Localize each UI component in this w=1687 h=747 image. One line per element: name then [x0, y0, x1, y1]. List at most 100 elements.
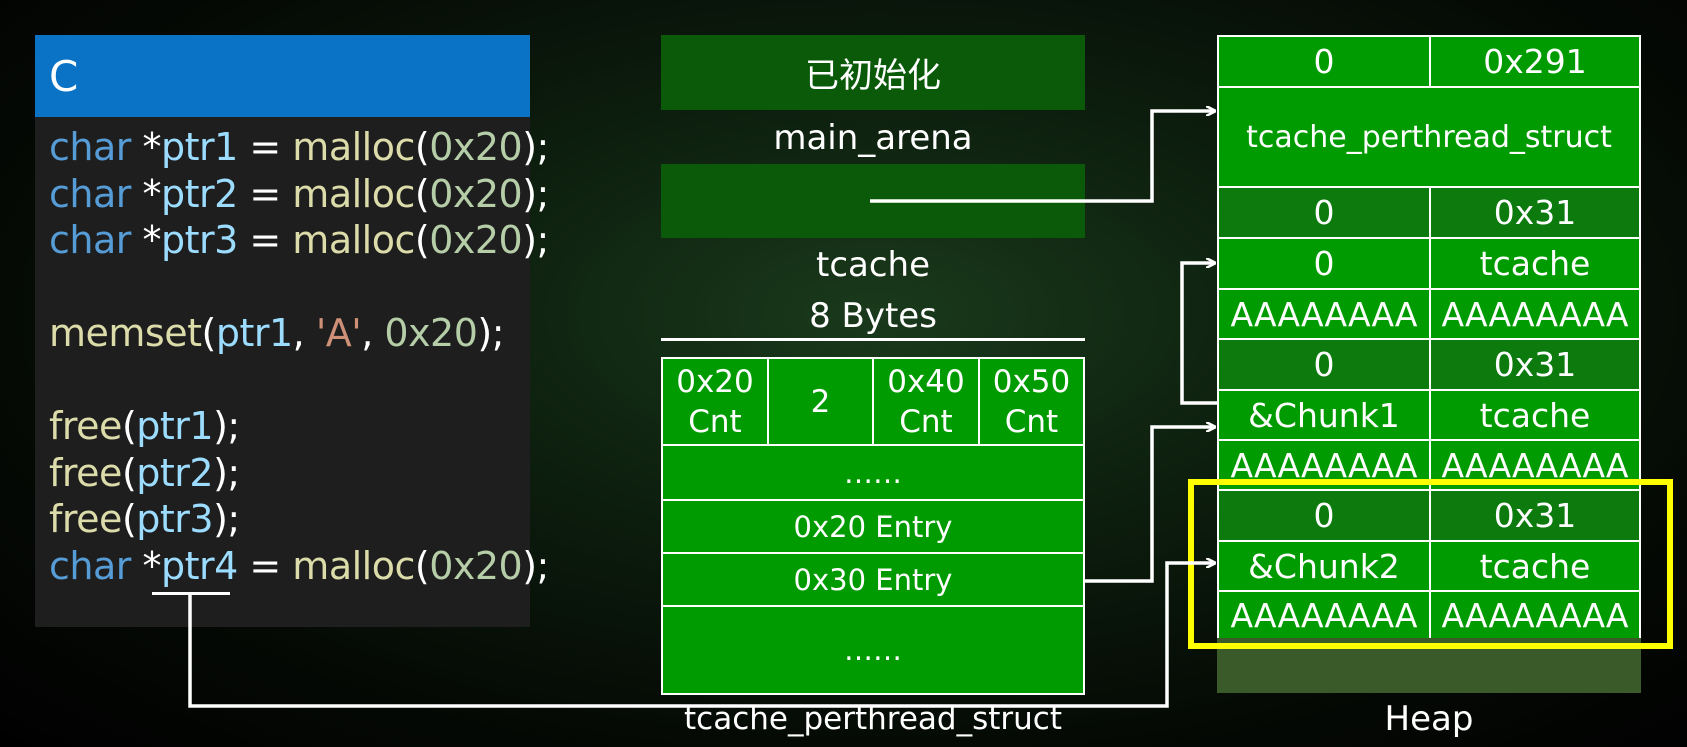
heap-cell-right: 0x31 — [1429, 338, 1641, 391]
heap-cell-label: 0x291 — [1483, 42, 1587, 81]
heap-tcache-struct-body: tcache_perthread_struct — [1217, 86, 1641, 188]
code-token: char — [49, 218, 143, 262]
heap-cell-label: AAAAAAAA — [1441, 445, 1629, 485]
heap-cell-label: 0 — [1313, 193, 1335, 232]
code-line: memset(ptr1, 'A', 0x20); — [49, 310, 505, 356]
code-token: malloc — [292, 543, 415, 588]
code-token: char — [49, 171, 143, 216]
code-line: char *ptr1 = malloc(0x20); — [49, 124, 549, 170]
heap-cell-label: AAAAAAAA — [1230, 294, 1418, 334]
heap-cell-label: 0x31 — [1493, 345, 1577, 384]
code-token: free — [49, 404, 122, 448]
code-token: = — [237, 218, 293, 262]
heap-cell-left: &Chunk2 — [1217, 540, 1431, 592]
cnt-0x20-cell: 0x20 Cnt — [661, 357, 769, 446]
tcache-dots-bottom: …… — [661, 605, 1085, 695]
code-token: , — [292, 311, 316, 355]
entry-0x30-cell: 0x30 Entry — [661, 552, 1085, 607]
code-language-label: C — [49, 51, 79, 101]
ptr4-underline — [152, 592, 230, 595]
main-arena-label: main_arena — [661, 115, 1085, 161]
code-token: free — [49, 497, 122, 541]
entry-0x20-cell: 0x20 Entry — [661, 499, 1085, 554]
code-line: free(ptr2); — [49, 450, 240, 496]
code-line: char *ptr2 = malloc(0x20); — [49, 171, 549, 217]
entry-0x30-label: 0x30 Entry — [793, 562, 953, 597]
code-token: ); — [213, 404, 240, 448]
heap-cell-left: AAAAAAAA — [1217, 288, 1431, 340]
code-token: ( — [414, 171, 430, 216]
heap-cell-label: tcache — [1479, 395, 1591, 435]
heap-cell-label: 0 — [1313, 345, 1335, 384]
heap-cell-label: AAAAAAAA — [1230, 445, 1418, 485]
code-token: ); — [522, 125, 549, 169]
heap-cell-left: 0 — [1217, 489, 1431, 542]
code-token: 'A' — [315, 311, 362, 355]
code-token: ptr1 — [136, 404, 214, 448]
heap-caption-text: Heap — [1384, 699, 1474, 739]
code-token: ( — [121, 497, 137, 541]
arena-initialized-box: 已初始化 — [661, 35, 1085, 110]
code-token: ptr4 — [160, 543, 238, 588]
code-token: * — [142, 543, 161, 588]
heap-cell-left: 0 — [1217, 338, 1431, 391]
bytes-rule — [661, 338, 1085, 341]
code-token: char — [49, 125, 143, 169]
main-arena-label-text: main_arena — [773, 118, 973, 158]
heap-cell-right: 0x31 — [1429, 489, 1641, 542]
code-line: char *ptr3 = malloc(0x20); — [49, 217, 549, 263]
dots-top-text: …… — [844, 455, 902, 490]
heap-cell-right: 0x31 — [1429, 186, 1641, 239]
entry-0x20-label: 0x20 Entry — [793, 509, 953, 544]
heap-cell-label: 0 — [1313, 496, 1335, 535]
cnt-0x40-label: 0x40 Cnt — [887, 363, 965, 440]
code-token: ); — [522, 171, 549, 216]
heap-cell-label: AAAAAAAA — [1230, 595, 1418, 635]
tcache-dots-top: …… — [661, 444, 1085, 501]
cnt-0x50-cell: 0x50 Cnt — [978, 357, 1085, 446]
cnt-0x20-label: 0x20 Cnt — [676, 363, 754, 440]
code-token: memset — [49, 311, 202, 355]
code-token: , — [361, 311, 385, 355]
arena-tcache-pointer-box — [661, 164, 1085, 238]
code-token: malloc — [292, 171, 415, 216]
heap-cell-label: AAAAAAAA — [1441, 294, 1629, 334]
bytes-label: 8 Bytes — [661, 294, 1085, 338]
heap-cell-right: AAAAAAAA — [1429, 288, 1641, 340]
heap-cell-right: tcache — [1429, 389, 1641, 441]
code-token: * — [142, 218, 161, 262]
heap-cell-left: 0 — [1217, 237, 1431, 290]
code-token: ); — [213, 450, 240, 495]
bytes-label-text: 8 Bytes — [809, 296, 937, 336]
code-token: malloc — [292, 125, 415, 169]
code-token: ( — [121, 450, 137, 495]
code-line: free(ptr3); — [49, 496, 240, 542]
code-token: = — [237, 543, 293, 588]
code-token: ptr2 — [160, 171, 238, 216]
code-token: ); — [477, 311, 505, 355]
code-line: free(ptr1); — [49, 403, 240, 449]
code-token: 0x20 — [429, 543, 523, 588]
heap-cell-label: &Chunk1 — [1248, 395, 1400, 435]
heap-cell-left: &Chunk1 — [1217, 389, 1431, 441]
heap-cell-label: tcache — [1479, 546, 1591, 586]
cnt-0x40-cell: 0x40 Cnt — [872, 357, 980, 446]
heap-cell-label: 0x31 — [1493, 193, 1577, 232]
code-token: 0x20 — [429, 171, 523, 216]
heap-cell-label: &Chunk2 — [1248, 546, 1400, 586]
code-token: ( — [121, 404, 137, 448]
code-line: char *ptr4 = malloc(0x20); — [49, 543, 549, 589]
cnt-0x50-label: 0x50 Cnt — [992, 363, 1071, 440]
heap-caption: Heap — [1217, 697, 1641, 741]
code-token: 0x20 — [429, 218, 523, 262]
heap-cell-left: 0 — [1217, 35, 1431, 88]
code-token: ); — [522, 543, 549, 588]
arena-initialized-label: 已初始化 — [805, 56, 941, 96]
code-token: * — [142, 171, 161, 216]
code-token: ); — [213, 497, 240, 541]
tcache-struct-caption: tcache_perthread_struct — [661, 697, 1085, 741]
code-token: malloc — [292, 218, 415, 262]
code-language-header: C — [35, 35, 530, 117]
code-token: = — [237, 171, 293, 216]
code-token: ); — [522, 218, 549, 262]
